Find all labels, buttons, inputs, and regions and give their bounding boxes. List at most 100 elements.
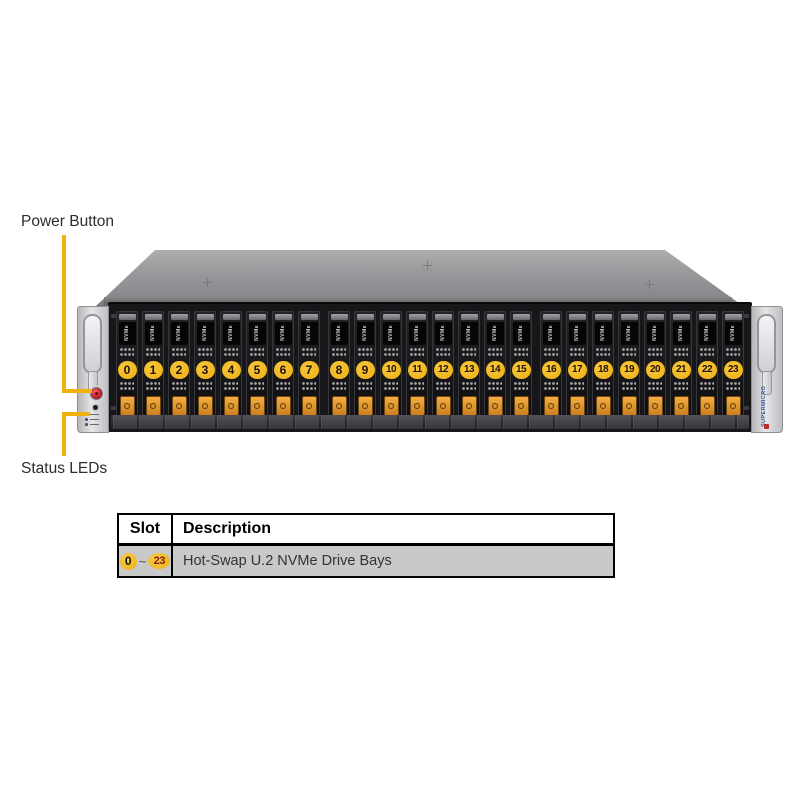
slot-description-table: Slot Description 0 ~ 23 Hot-Swap U.2 NVM… xyxy=(117,513,615,578)
tray-vent xyxy=(648,347,662,358)
tray-lock-button xyxy=(331,396,347,417)
tray-lock-button xyxy=(647,396,663,417)
tray-vent xyxy=(120,347,134,358)
slot-number-badge: 19 xyxy=(619,360,639,380)
nvme-label: NVMe xyxy=(698,321,716,345)
screw-mark-icon xyxy=(203,278,212,287)
tray-lock-button xyxy=(673,396,689,417)
right-ear-handle-tab xyxy=(762,371,772,395)
tray-vent xyxy=(700,347,714,358)
tray-release-cap xyxy=(646,314,664,320)
left-ear-handle xyxy=(83,314,102,374)
tray-vent xyxy=(462,347,476,358)
drive-tray: NVMe 8 xyxy=(328,311,350,417)
tray-lock-button xyxy=(383,396,399,417)
lock-icon xyxy=(574,403,580,410)
lock-icon xyxy=(414,403,420,410)
tray-release-cap xyxy=(382,314,400,320)
tray-lock-button xyxy=(301,396,317,417)
tray-lock-button xyxy=(357,396,373,417)
lock-icon xyxy=(388,403,394,410)
tray-release-cap xyxy=(486,314,504,320)
tray-vent xyxy=(410,382,424,393)
tray-lock-button xyxy=(275,396,291,417)
drive-tray: NVMe 1 xyxy=(142,311,164,417)
slot-number-badge: 6 xyxy=(273,360,293,380)
tray-vent xyxy=(198,382,212,393)
tray-release-cap xyxy=(330,314,348,320)
tray-vent xyxy=(622,382,636,393)
lock-icon xyxy=(466,403,472,410)
nvme-label: NVMe xyxy=(170,321,188,345)
tray-vent xyxy=(488,382,502,393)
lock-icon xyxy=(704,403,710,410)
tray-vent xyxy=(358,347,372,358)
nvme-label: NVMe xyxy=(486,321,504,345)
status-leds-label: Status LEDs xyxy=(21,460,108,477)
nvme-label: NVMe xyxy=(568,321,586,345)
nvme-label: NVMe xyxy=(300,321,318,345)
lock-icon xyxy=(228,403,234,410)
tray-release-cap xyxy=(196,314,214,320)
tray-vent xyxy=(332,382,346,393)
power-button-callout-line xyxy=(62,389,92,393)
description-cell: Hot-Swap U.2 NVMe Drive Bays xyxy=(183,553,392,569)
tray-vent xyxy=(462,382,476,393)
supermicro-logo-icon xyxy=(764,424,769,429)
description-column-header: Description xyxy=(183,520,272,537)
slot-number-badge: 8 xyxy=(329,360,349,380)
slot-number-badge: 4 xyxy=(221,360,241,380)
tray-vent xyxy=(384,347,398,358)
nvme-label: NVMe xyxy=(330,321,348,345)
tray-release-cap xyxy=(568,314,586,320)
tray-vent xyxy=(332,347,346,358)
tray-lock-button xyxy=(145,396,161,417)
tray-lock-button xyxy=(699,396,715,417)
tray-lock-button xyxy=(513,396,529,417)
screw-mark-icon xyxy=(423,261,432,270)
tray-lock-button xyxy=(487,396,503,417)
slot-column-header: Slot xyxy=(119,515,173,543)
slot-number-badge: 21 xyxy=(671,360,691,380)
led-icon xyxy=(85,418,88,421)
tray-release-cap xyxy=(300,314,318,320)
slot-number-badge: 5 xyxy=(247,360,267,380)
tray-release-cap xyxy=(170,314,188,320)
slot-number-badge: 23 xyxy=(723,360,743,380)
tray-vent xyxy=(674,382,688,393)
slot-number-badge: 1 xyxy=(143,360,163,380)
lock-icon xyxy=(652,403,658,410)
nvme-label: NVMe xyxy=(382,321,400,345)
tray-release-cap xyxy=(672,314,690,320)
tray-vent xyxy=(726,347,740,358)
slot-number-badge: 13 xyxy=(459,360,479,380)
tray-vent xyxy=(488,347,502,358)
tray-vent xyxy=(544,382,558,393)
tray-vent xyxy=(172,382,186,393)
tray-lock-button xyxy=(197,396,213,417)
supermicro-logo-text: SUPERMICRO xyxy=(761,385,767,427)
tray-vent xyxy=(622,347,636,358)
lock-icon xyxy=(492,403,498,410)
nvme-label: NVMe xyxy=(144,321,162,345)
nvme-label: NVMe xyxy=(196,321,214,345)
tray-vent xyxy=(276,347,290,358)
nvme-label: NVMe xyxy=(118,321,136,345)
slot-number-badge: 11 xyxy=(407,360,427,380)
tray-release-cap xyxy=(144,314,162,320)
tray-release-cap xyxy=(248,314,266,320)
tray-vent xyxy=(596,382,610,393)
power-button xyxy=(90,387,103,400)
